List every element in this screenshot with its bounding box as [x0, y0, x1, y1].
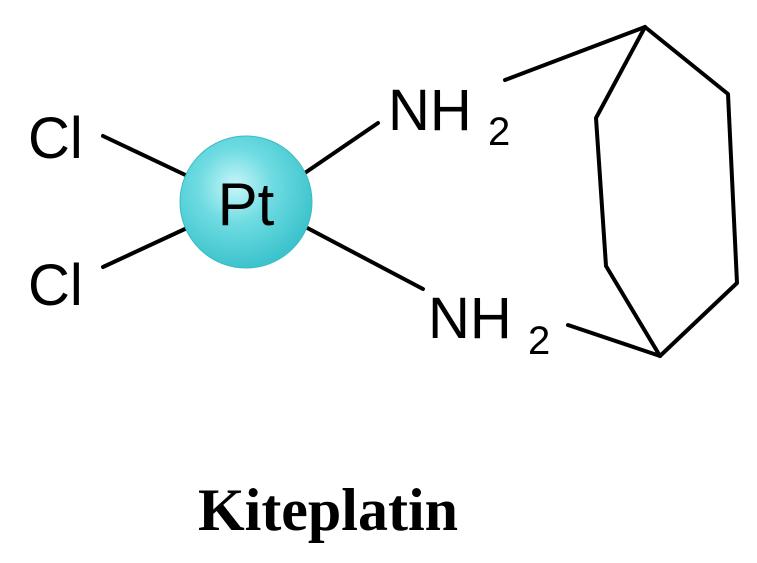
platinum-label: Pt	[218, 171, 275, 238]
bond-pt-nh2-top	[294, 121, 380, 181]
platinum-sphere	[179, 135, 313, 269]
chloride-bottom-label: Cl	[28, 253, 83, 318]
bond-nh2-top-ring	[503, 25, 647, 82]
bond-cl-top-pt	[101, 134, 198, 182]
amine-bottom-label: NH	[428, 286, 512, 351]
ring-right-outline	[643, 25, 739, 358]
bond-cl-bottom-pt	[101, 220, 202, 269]
bond-nh2-bottom-ring	[566, 323, 662, 358]
amine-top-subscript: 2	[488, 110, 510, 154]
bond-pt-nh2-bottom	[294, 220, 425, 291]
compound-name: Kiteplatin	[198, 477, 458, 543]
amine-bottom-subscript: 2	[528, 319, 550, 363]
chloride-top-label: Cl	[28, 106, 83, 171]
ring-left-outline	[594, 25, 662, 358]
amine-top-label: NH	[388, 78, 472, 143]
